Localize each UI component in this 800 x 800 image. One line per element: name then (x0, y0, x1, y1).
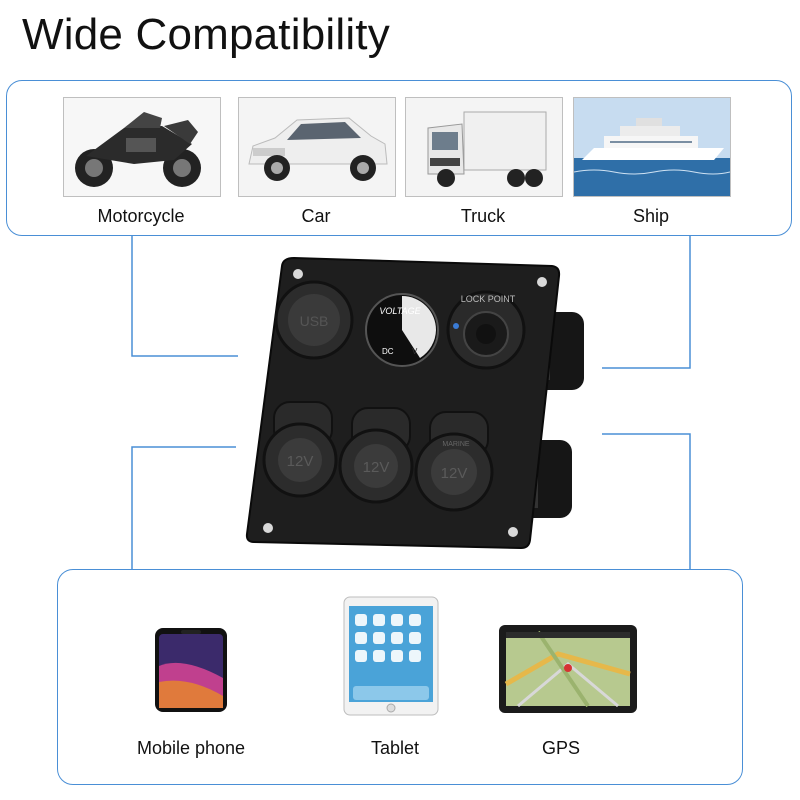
mobile-phone-image (155, 628, 227, 712)
page-title: Wide Compatibility (22, 10, 390, 59)
vehicle-car: Car (238, 97, 396, 227)
marine-label: MARINE (442, 441, 470, 448)
car-image (238, 97, 396, 197)
device-label: Mobile phone (136, 738, 246, 758)
v-label: V (412, 347, 418, 356)
vehicle-label: Car (301, 206, 331, 226)
vehicle-motorcycle: Motorcycle (63, 97, 221, 227)
socket-12v-label: 12V (287, 453, 314, 470)
vehicle-compatibility-box: Motorcycle Car (6, 80, 792, 236)
vehicle-label: Truck (460, 206, 506, 226)
lock-point-label: LOCK POINT (461, 294, 516, 304)
ship-image (573, 97, 731, 197)
motorcycle-image (63, 97, 221, 197)
vehicle-ship: Ship (573, 97, 731, 227)
device-label: GPS (541, 738, 580, 758)
tablet-image (343, 596, 439, 716)
device-compatibility-box: Mobile phone Tablet (57, 569, 743, 785)
socket-12v-label: 12V (441, 465, 468, 482)
vehicle-label: Motorcycle (97, 206, 185, 226)
truck-image (405, 97, 563, 197)
socket-12v-label: 12V (363, 459, 390, 476)
vehicle-truck: Truck (405, 97, 563, 227)
usb-label: USB (300, 313, 329, 329)
voltage-label: VOLTAGE (379, 306, 421, 316)
gps-image (499, 625, 637, 713)
switch-panel-image: USB VOLTAGE DC V LOCK POINT 12V 12V 12V … (245, 256, 584, 550)
device-label: Tablet (370, 738, 420, 758)
dc-label: DC (382, 347, 394, 356)
vehicle-label: Ship (632, 206, 670, 226)
